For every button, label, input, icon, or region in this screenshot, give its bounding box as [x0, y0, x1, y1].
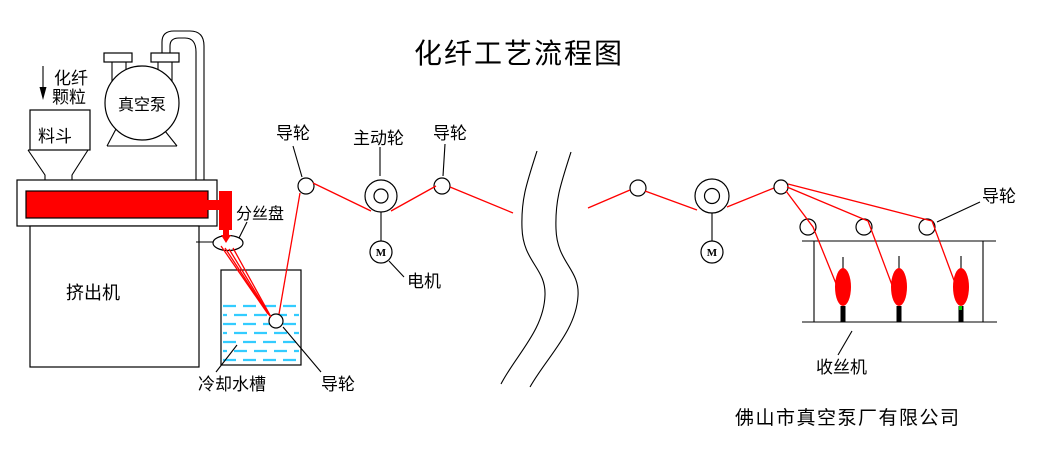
bobbin-spindle-base — [840, 306, 846, 322]
break-wave-right — [529, 151, 579, 388]
spinneret-label: 分丝盘 — [236, 204, 284, 223]
fiber-thread — [787, 183, 956, 284]
die-nozzle — [221, 235, 231, 243]
spinneret-pointer — [238, 221, 248, 239]
guide-wheel-label-left: 导轮 — [276, 124, 310, 143]
fiber-thread — [312, 182, 372, 212]
guide-wheel-right — [433, 177, 451, 195]
company-name: 佛山市真空泵厂有限公司 — [735, 407, 961, 429]
guide-wheel-after-break — [629, 179, 647, 197]
guide-wheel-label-tank: 导轮 — [321, 375, 355, 394]
spinneret: 分丝盘 — [196, 204, 284, 252]
guide-wheel-far-right-pointer — [936, 201, 981, 223]
bobbin-spindle-base — [896, 306, 902, 322]
motor-circle — [369, 240, 393, 264]
pipe-inner — [169, 37, 197, 181]
extruder-neck — [207, 200, 221, 210]
drive-wheel-label: 主动轮 — [353, 129, 404, 148]
fiber-thread — [228, 248, 271, 317]
fiber-thread — [726, 187, 775, 208]
hopper-funnel-right — [71, 149, 89, 181]
winder-machine: 导轮 收丝机 — [773, 179, 1016, 377]
motor-2-symbol: M — [707, 247, 718, 259]
feed-label-line1: 化纤 — [54, 69, 88, 88]
cooling-tank: 冷却水槽 导轮 — [198, 269, 355, 394]
fiber-thread — [278, 192, 301, 315]
vacuum-pump-label: 真空泵 — [118, 96, 166, 114]
motor-2-circle — [700, 240, 724, 264]
bobbin — [891, 268, 907, 306]
thread-left-section — [220, 192, 301, 318]
bobbin — [835, 268, 851, 306]
guide-wheel-left-pointer — [292, 145, 303, 178]
pump-stand-left — [106, 128, 117, 147]
diagram-title: 化纤工艺流程图 — [414, 38, 624, 70]
cooling-tank-pointer — [215, 344, 238, 373]
fiber-thread — [644, 190, 698, 211]
cooling-tank-label: 冷却水槽 — [198, 375, 266, 394]
winder-label: 收丝机 — [816, 358, 867, 377]
extruder-label: 挤出机 — [66, 283, 120, 303]
winder-guide-wheel-1 — [799, 218, 817, 236]
guide-wheel-right-pointer — [442, 143, 446, 177]
bobbin — [953, 268, 969, 306]
extruder-body — [29, 225, 200, 368]
fiber-thread — [449, 186, 514, 214]
fiber-thread — [232, 247, 272, 318]
motor-symbol: M — [376, 247, 387, 259]
extruder-die — [219, 191, 232, 230]
break-symbol — [500, 150, 579, 388]
feed-arrow-head-icon — [39, 87, 47, 100]
feed-label-line2: 颗粒 — [52, 88, 86, 107]
guide-wheel-label-far-right: 导轮 — [982, 187, 1016, 206]
guide-wheel-label-right: 导轮 — [433, 124, 467, 143]
guide-wheel-left — [297, 177, 315, 195]
motor-pointer — [388, 260, 405, 278]
die-stem — [223, 230, 229, 235]
fiber-thread — [785, 190, 838, 287]
tank-guide-wheel — [268, 313, 284, 329]
spindle-green-mark — [959, 306, 962, 310]
feed-material: 化纤 颗粒 — [39, 66, 88, 107]
vacuum-pump: 真空泵 — [103, 52, 180, 147]
middle-wheel-group: M 导轮 主动轮 导轮 电机 — [276, 124, 514, 291]
fiber-thread — [587, 189, 631, 209]
hopper-label: 料斗 — [38, 127, 72, 146]
drive-wheel-2-hub — [703, 187, 721, 205]
right-wheel-group: M — [587, 178, 775, 264]
pipe-outer — [161, 30, 205, 181]
motor-label: 电机 — [407, 272, 441, 291]
drive-wheel-hub — [373, 188, 389, 204]
hopper-funnel-left — [27, 149, 46, 181]
hopper: 料斗 — [27, 109, 91, 181]
extruder-barrel — [25, 190, 209, 219]
pump-body — [104, 65, 180, 141]
vacuum-pipe — [161, 30, 205, 181]
pump-port-left — [103, 52, 133, 63]
pump-port-right — [150, 52, 180, 63]
bobbin-spindle-base — [958, 306, 964, 322]
break-wave-left — [500, 150, 546, 385]
fiber-thread — [224, 247, 270, 316]
fiber-thread — [786, 186, 893, 286]
fiber-thread — [390, 185, 437, 212]
extruder: 挤出机 — [16, 179, 232, 368]
winder-pointer — [837, 330, 853, 356]
pump-stand-right — [164, 130, 178, 147]
tank-guide-wheel-pointer — [282, 326, 322, 373]
winder-guide-wheel-3 — [918, 218, 936, 236]
